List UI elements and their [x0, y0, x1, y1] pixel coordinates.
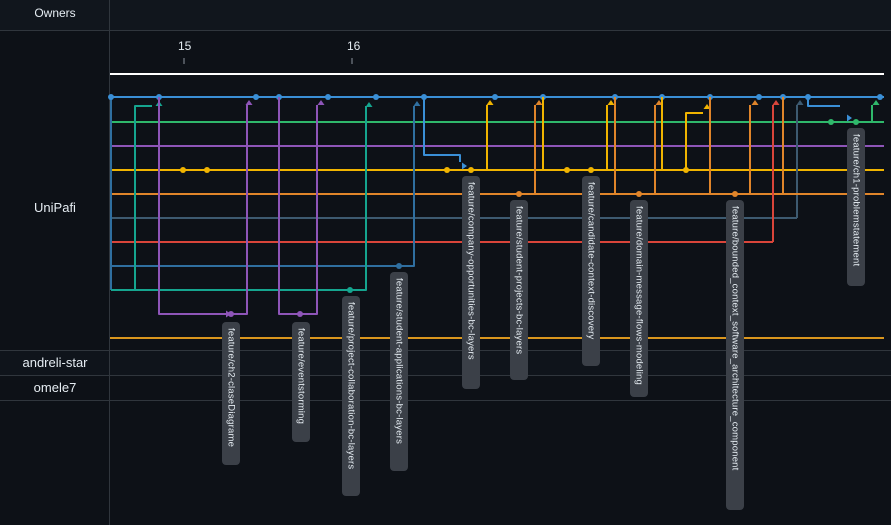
branch-label-tag[interactable]: feature/student-applications-bc-layers [390, 272, 408, 471]
yellow-merge-line [471, 105, 488, 171]
merge-arrow [655, 100, 663, 105]
yellow-branch-line-3 [661, 97, 680, 171]
steel-merge-line [399, 106, 415, 267]
green-merge-line [856, 105, 873, 123]
branch-label-text: feature/eventstorming [295, 328, 307, 425]
merge-arrow [486, 100, 494, 105]
branch-label-tag[interactable]: feature/student-projects-bc-layers [510, 200, 528, 380]
merge-arrow [413, 101, 421, 106]
branch-label-tag[interactable]: feature/candidate-context-discovery [582, 176, 600, 366]
merge-arrow [317, 100, 325, 105]
column-divider [109, 0, 110, 525]
commit-dot [564, 167, 570, 173]
branch-label-text: feature/company-opportunities-bc-layers [465, 182, 477, 360]
commit-dot [828, 119, 834, 125]
branch-label-text: feature/domain-message-flows-modeling [633, 206, 645, 386]
owner-label[interactable]: omele7 [33, 380, 77, 395]
owners-column [0, 0, 110, 525]
merge-arrow [462, 162, 467, 170]
merge-arrow [772, 100, 780, 105]
purple-merge-line [231, 105, 248, 315]
date-axis: 15 16 [110, 31, 891, 64]
date-tick-16: 16 [347, 39, 361, 53]
branch-label-tag[interactable]: feature/bounded_context_software_archite… [726, 200, 744, 510]
orange-merge-line-2 [639, 105, 656, 195]
branch-label-tag[interactable]: feature/project-collaboration-bc-layers [342, 296, 360, 496]
main-commit-dot [325, 94, 331, 100]
branch-label-tag[interactable]: feature/domain-message-flows-modeling [630, 200, 648, 397]
main-commit-dot [877, 94, 883, 100]
branch-label-text: feature/ch2-claseDiagrame [225, 328, 237, 448]
branch-label-text: feature/student-projects-bc-layers [513, 206, 525, 355]
owner-row-unipafi: UniPafi [0, 34, 891, 351]
timeline-header-band [110, 0, 891, 31]
teal-merge-line [350, 106, 367, 291]
branch-label-tag[interactable]: feature/ch2-claseDiagrame [222, 322, 240, 465]
owner-label[interactable]: UniPafi [34, 200, 76, 215]
main-commit-dot [373, 94, 379, 100]
purple-merge-line-2 [300, 105, 318, 315]
branch-label-text: feature/student-applications-bc-layers [393, 278, 405, 445]
branch-label-text: feature/bounded_context_software_archite… [729, 206, 741, 471]
orange-merge-line-3 [735, 105, 751, 195]
merge-arrow [245, 100, 253, 105]
purple-branch-line [158, 97, 231, 315]
yellow-branch-line [542, 97, 560, 171]
merge-arrow [607, 100, 615, 105]
main-commit-dot [756, 94, 762, 100]
branch-label-tag[interactable]: feature/eventstorming [292, 322, 310, 442]
commit-dot [180, 167, 186, 173]
owners-column-header: Owners [0, 0, 110, 31]
main-branch-right [807, 97, 840, 107]
branch-label-text: feature/project-collaboration-bc-layers [345, 302, 357, 470]
orange-branch-line [614, 97, 632, 195]
merge-arrow [703, 104, 711, 109]
merge-arrow [535, 100, 543, 105]
orange-merge-line [519, 105, 536, 195]
merge-arrow [796, 100, 804, 105]
branch-label-text: feature/ch1-problemstatement [850, 134, 862, 267]
commit-dot [204, 167, 210, 173]
branch-label-tag[interactable]: feature/ch1-problemstatement [847, 128, 865, 286]
main-commit-dot [253, 94, 259, 100]
yellow-merge-line-3 [685, 112, 703, 170]
merge-arrow [365, 102, 373, 107]
orange-branch-line-2 [709, 97, 728, 195]
merge-arrow [872, 100, 880, 105]
main-commit-dot [108, 94, 114, 100]
main-commit-dot [492, 94, 498, 100]
yellow-merge-line-2 [591, 105, 608, 171]
main-branch-down [423, 97, 461, 162]
date-tick-15: 15 [178, 39, 192, 53]
branch-label-text: feature/candidate-context-discovery [585, 182, 597, 340]
merge-arrow [751, 100, 759, 105]
purple-branch-line-2 [278, 97, 300, 315]
commit-dot [444, 167, 450, 173]
merge-arrow [847, 114, 852, 122]
branch-label-tag[interactable]: feature/company-opportunities-bc-layers [462, 176, 480, 389]
owner-label[interactable]: andreli-star [22, 355, 88, 370]
teal-branch-line [134, 105, 152, 290]
owner-row-omele7: omele7 [0, 376, 891, 401]
